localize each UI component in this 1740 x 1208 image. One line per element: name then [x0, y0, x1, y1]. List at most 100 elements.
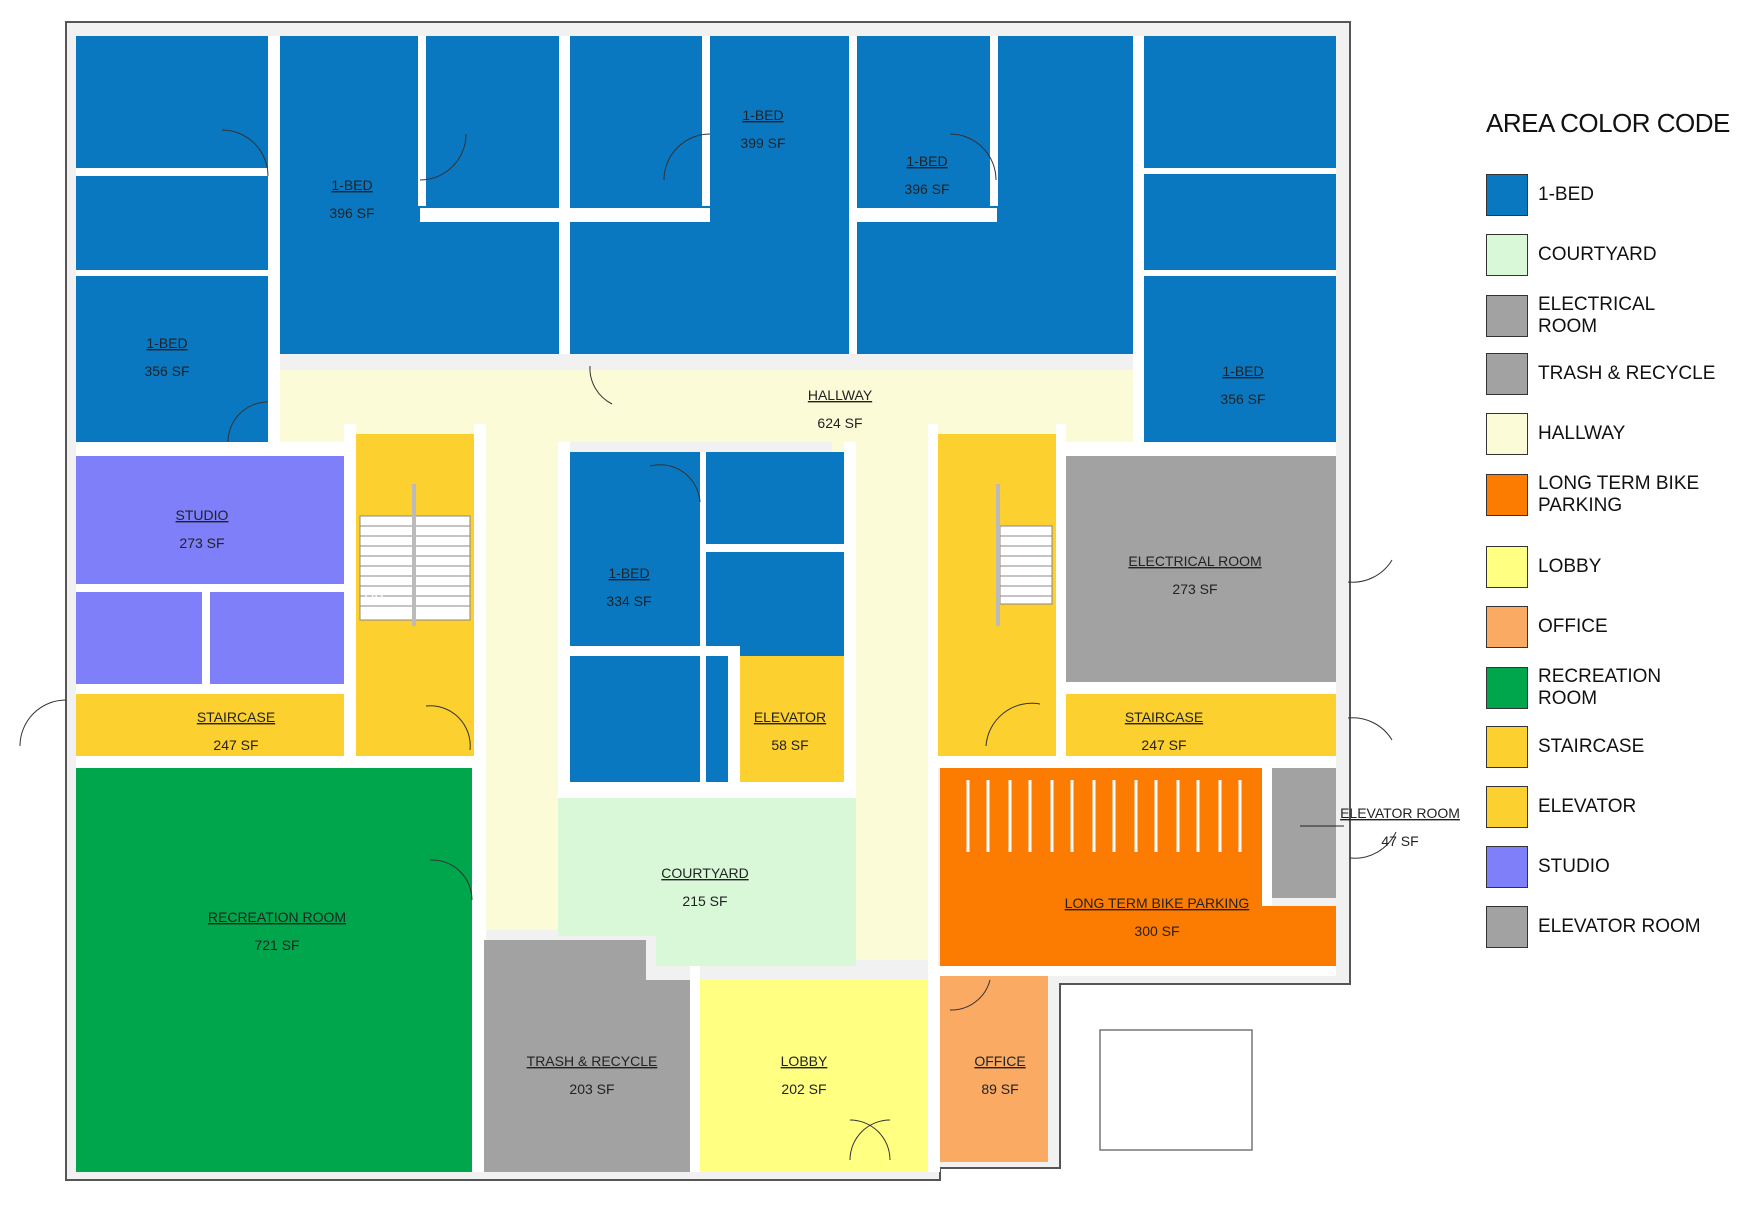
room-label-1bed-right: 1-BED: [1222, 363, 1263, 379]
area-color-legend: AREA COLOR CODE 1-BED COURTYARD ELECTRIC…: [1486, 108, 1736, 948]
legend-swatch: [1486, 667, 1528, 709]
legend-label: OFFICE: [1538, 616, 1608, 637]
room-area-staircase-left: 247 SF: [213, 737, 258, 753]
legend-label: ELECTRICAL ROOM: [1538, 294, 1655, 337]
office-fill: [940, 976, 1048, 1162]
legend-swatch: [1486, 295, 1528, 337]
room-label-staircase-left: STAIRCASE: [197, 709, 275, 725]
lobby-fill: [700, 980, 928, 1172]
room-area-1bed-c: 396 SF: [904, 181, 949, 197]
hallway-fill: [272, 370, 1140, 960]
room-area-staircase-right: 247 SF: [1141, 737, 1186, 753]
room-label-1bed-c: 1-BED: [906, 153, 947, 169]
legend-title: AREA COLOR CODE: [1486, 108, 1730, 138]
room-area-trash: 203 SF: [569, 1081, 614, 1097]
room-area-1bed-b: 399 SF: [740, 135, 785, 151]
legend-swatch: [1486, 906, 1528, 948]
legend-swatch: [1486, 846, 1528, 888]
room-area-1bed-center: 334 SF: [606, 593, 651, 609]
legend-item-1bed: 1-BED: [1486, 174, 1718, 216]
room-area-courtyard: 215 SF: [682, 893, 727, 909]
elevator-fill: [740, 656, 844, 782]
room-area-1bed-left: 356 SF: [144, 363, 189, 379]
room-label-recreation: RECREATION ROOM: [208, 909, 346, 925]
legend-item-electrical-room: ELECTRICAL ROOM: [1486, 294, 1718, 338]
room-area-bike-parking: 300 SF: [1134, 923, 1179, 939]
legend-swatch: [1486, 413, 1528, 455]
room-label-1bed-center: 1-BED: [608, 565, 649, 581]
stair-treads-right: [996, 484, 1053, 626]
legend-swatch: [1486, 786, 1528, 828]
bike-racks: [966, 780, 1242, 852]
electrical-room-fill: [1066, 456, 1336, 682]
staircase-left-fill: [76, 694, 344, 756]
legend-label: COURTYARD: [1538, 244, 1657, 265]
room-area-lobby: 202 SF: [781, 1081, 826, 1097]
room-area-elevator: 58 SF: [771, 737, 808, 753]
courtyard-fill: [558, 798, 856, 966]
room-label-bike-parking: LONG TERM BIKE PARKING: [1065, 895, 1250, 911]
room-area-studio: 273 SF: [179, 535, 224, 551]
legend-swatch: [1486, 546, 1528, 588]
room-label-1bed-b: 1-BED: [742, 107, 783, 123]
legend-item-trash-recycle: TRASH & RECYCLE: [1486, 353, 1718, 395]
room-label-1bed-left: 1-BED: [146, 335, 187, 351]
room-area-electrical: 273 SF: [1172, 581, 1217, 597]
legend-item-hallway: HALLWAY: [1486, 413, 1718, 455]
elevator-room-fill: [1272, 768, 1336, 898]
stair-treads-left: [359, 484, 471, 626]
room-label-staircase-right: STAIRCASE: [1125, 709, 1203, 725]
stair-up-marker: UP: [364, 591, 383, 607]
legend-label: LONG TERM BIKE PARKING: [1538, 473, 1700, 516]
room-label-lobby: LOBBY: [781, 1053, 828, 1069]
legend-label: STUDIO: [1538, 856, 1610, 877]
legend-item-elevator-room: ELEVATOR ROOM: [1486, 906, 1718, 948]
room-area-hallway: 624 SF: [817, 415, 862, 431]
legend-item-lobby: LOBBY: [1486, 546, 1718, 588]
legend-item-office: OFFICE: [1486, 606, 1718, 648]
staircase-right-fill: [1066, 694, 1336, 756]
bike-parking-fill: [940, 768, 1336, 966]
room-label-office: OFFICE: [974, 1053, 1025, 1069]
room-label-hallway: HALLWAY: [808, 387, 873, 403]
legend-item-bike-parking: LONG TERM BIKE PARKING: [1486, 473, 1718, 517]
legend-item-elevator: ELEVATOR: [1486, 786, 1718, 828]
legend-item-recreation-room: RECREATION ROOM: [1486, 666, 1718, 710]
room-area-office: 89 SF: [981, 1081, 1018, 1097]
room-label-studio: STUDIO: [176, 507, 229, 523]
legend-item-staircase: STAIRCASE: [1486, 726, 1718, 768]
legend-item-studio: STUDIO: [1486, 846, 1718, 888]
exterior-pad: [1099, 1029, 1253, 1151]
legend-label: 1-BED: [1538, 184, 1594, 205]
legend-swatch: [1486, 174, 1528, 216]
legend-label: ELEVATOR ROOM: [1538, 916, 1701, 937]
legend-swatch: [1486, 606, 1528, 648]
room-labels: 1-BED 396 SF 1-BED 399 SF 1-BED 396 SF 1…: [144, 107, 1459, 1097]
unit-1bed-topright-fill: [1144, 36, 1336, 442]
legend-label: HALLWAY: [1538, 423, 1626, 444]
door-swings: [19, 129, 1397, 1161]
room-area-elevator-room: 47 SF: [1381, 833, 1418, 849]
legend-swatch: [1486, 474, 1528, 516]
interior-walls: [76, 36, 1336, 1172]
room-label-elevator-room: ELEVATOR ROOM: [1340, 805, 1460, 821]
legend-swatch: [1486, 353, 1528, 395]
room-label-elevator: ELEVATOR: [754, 709, 826, 725]
legend-swatch: [1486, 234, 1528, 276]
legend-label: RECREATION ROOM: [1538, 666, 1662, 709]
legend-label: ELEVATOR: [1538, 796, 1637, 817]
legend-label: LOBBY: [1538, 556, 1602, 577]
room-area-1bed-a: 396 SF: [329, 205, 374, 221]
legend-label: TRASH & RECYCLE: [1538, 363, 1716, 384]
trash-recycle-fill: [484, 940, 690, 1172]
recreation-room-fill: [76, 768, 472, 1172]
unit-1bed-topleft-fill: [76, 36, 268, 442]
room-area-recreation: 721 SF: [254, 937, 299, 953]
room-label-electrical: ELECTRICAL ROOM: [1128, 553, 1261, 569]
legend-item-courtyard: COURTYARD: [1486, 234, 1718, 276]
legend-swatch: [1486, 726, 1528, 768]
legend-label: STAIRCASE: [1538, 736, 1645, 757]
room-area-1bed-right: 356 SF: [1220, 391, 1265, 407]
room-label-courtyard: COURTYARD: [661, 865, 748, 881]
room-label-trash: TRASH & RECYCLE: [527, 1053, 658, 1069]
